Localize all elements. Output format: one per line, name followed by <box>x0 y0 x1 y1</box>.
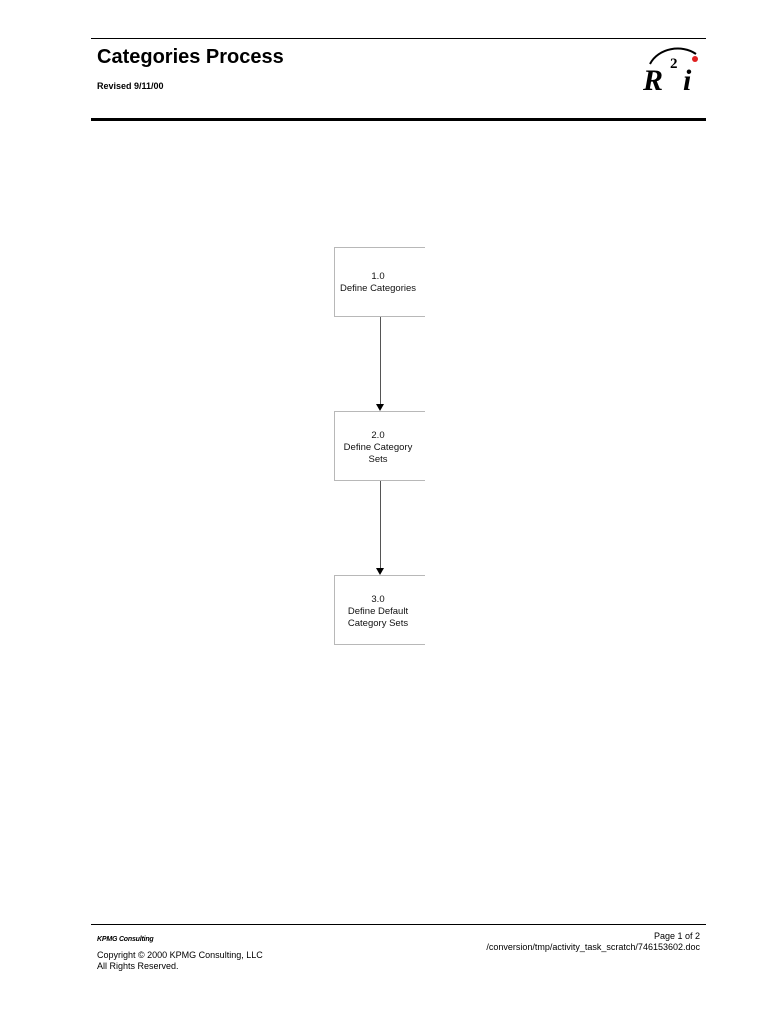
step-name-cont: Sets <box>368 454 388 465</box>
page-title: Categories Process <box>97 46 284 68</box>
logo-trailing: i <box>683 64 692 97</box>
rights-text: All Rights Reserved. <box>97 961 179 971</box>
logo-letter: R <box>642 64 663 97</box>
footer-rule <box>91 924 706 925</box>
header-top-rule <box>91 38 706 39</box>
step-number: 1.0 <box>371 271 385 282</box>
copyright-text: Copyright © 2000 KPMG Consulting, LLC <box>97 950 263 960</box>
page-number: Page 1 of 2 <box>653 931 700 941</box>
step-name: Define Default <box>347 606 409 617</box>
r2i-logo: R 2 i <box>642 47 698 97</box>
step-name: Define Category <box>343 442 413 453</box>
page-info: Page 1 of 2 /conversion/tmp/activity_tas… <box>486 931 700 953</box>
process-step-label: 2.0 Define Category Sets <box>335 430 421 466</box>
logo-superscript: 2 <box>670 56 678 72</box>
step-number: 2.0 <box>371 430 385 441</box>
process-step-label: 3.0 Define Default Category Sets <box>335 594 421 630</box>
header-bottom-rule <box>91 118 706 121</box>
revision-date: Revised 9/11/00 <box>97 81 164 91</box>
step-number: 3.0 <box>371 594 385 605</box>
firm-name: KPMG Consulting <box>97 936 154 943</box>
process-step-3: 3.0 Define Default Category Sets <box>334 575 425 645</box>
logo-dot <box>692 56 698 62</box>
copyright-block: Copyright © 2000 KPMG Consulting, LLC Al… <box>97 950 263 972</box>
step-name: Define Categories <box>339 283 417 294</box>
file-path: /conversion/tmp/activity_task_scratch/74… <box>486 942 700 952</box>
arrow-down-icon <box>376 404 384 411</box>
connector-line <box>380 481 381 569</box>
arrow-down-icon <box>376 568 384 575</box>
process-step-label: 1.0 Define Categories <box>335 271 421 295</box>
step-name-cont: Category Sets <box>347 618 409 629</box>
process-step-2: 2.0 Define Category Sets <box>334 411 425 481</box>
connector-line <box>380 317 381 405</box>
process-step-1: 1.0 Define Categories <box>334 247 425 317</box>
